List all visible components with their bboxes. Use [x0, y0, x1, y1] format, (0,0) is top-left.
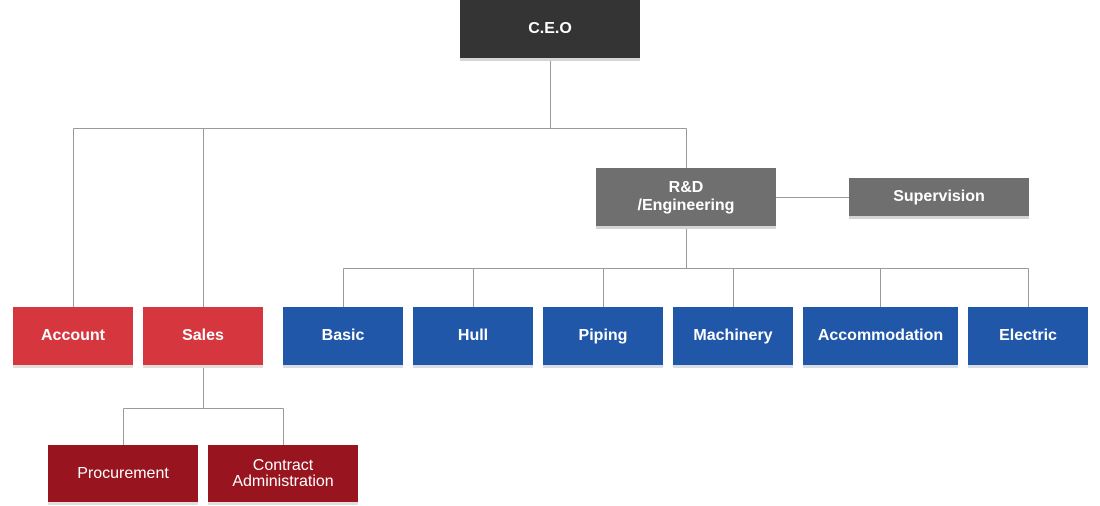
- node-procurement: Procurement: [48, 445, 198, 502]
- node-accommodation-label: Accommodation: [817, 327, 944, 344]
- node-electric-label: Electric: [999, 327, 1057, 344]
- node-basic: Basic: [283, 307, 403, 365]
- node-account: Account: [13, 307, 133, 365]
- node-hull: Hull: [413, 307, 533, 365]
- node-rnd-engineering-label: R&D /Engineering: [637, 179, 735, 214]
- node-accommodation: Accommodation: [803, 307, 958, 365]
- node-sales: Sales: [143, 307, 263, 365]
- node-sales-label: Sales: [182, 327, 224, 344]
- node-piping-label: Piping: [578, 327, 628, 344]
- node-machinery: Machinery: [673, 307, 793, 365]
- node-machinery-label: Machinery: [693, 327, 773, 344]
- node-ceo: C.E.O: [460, 0, 640, 58]
- node-procurement-label: Procurement: [77, 464, 169, 482]
- node-supervision-label: Supervision: [893, 188, 985, 205]
- node-electric: Electric: [968, 307, 1088, 365]
- node-piping: Piping: [543, 307, 663, 365]
- node-account-label: Account: [41, 327, 105, 344]
- node-rnd-engineering: R&D /Engineering: [596, 168, 776, 226]
- node-contract-administration-label: Contract Administration: [232, 456, 334, 490]
- node-basic-label: Basic: [321, 327, 365, 344]
- node-contract-administration: Contract Administration: [208, 445, 358, 502]
- node-hull-label: Hull: [457, 327, 489, 344]
- node-supervision: Supervision: [849, 178, 1029, 216]
- node-ceo-label: C.E.O: [528, 20, 572, 37]
